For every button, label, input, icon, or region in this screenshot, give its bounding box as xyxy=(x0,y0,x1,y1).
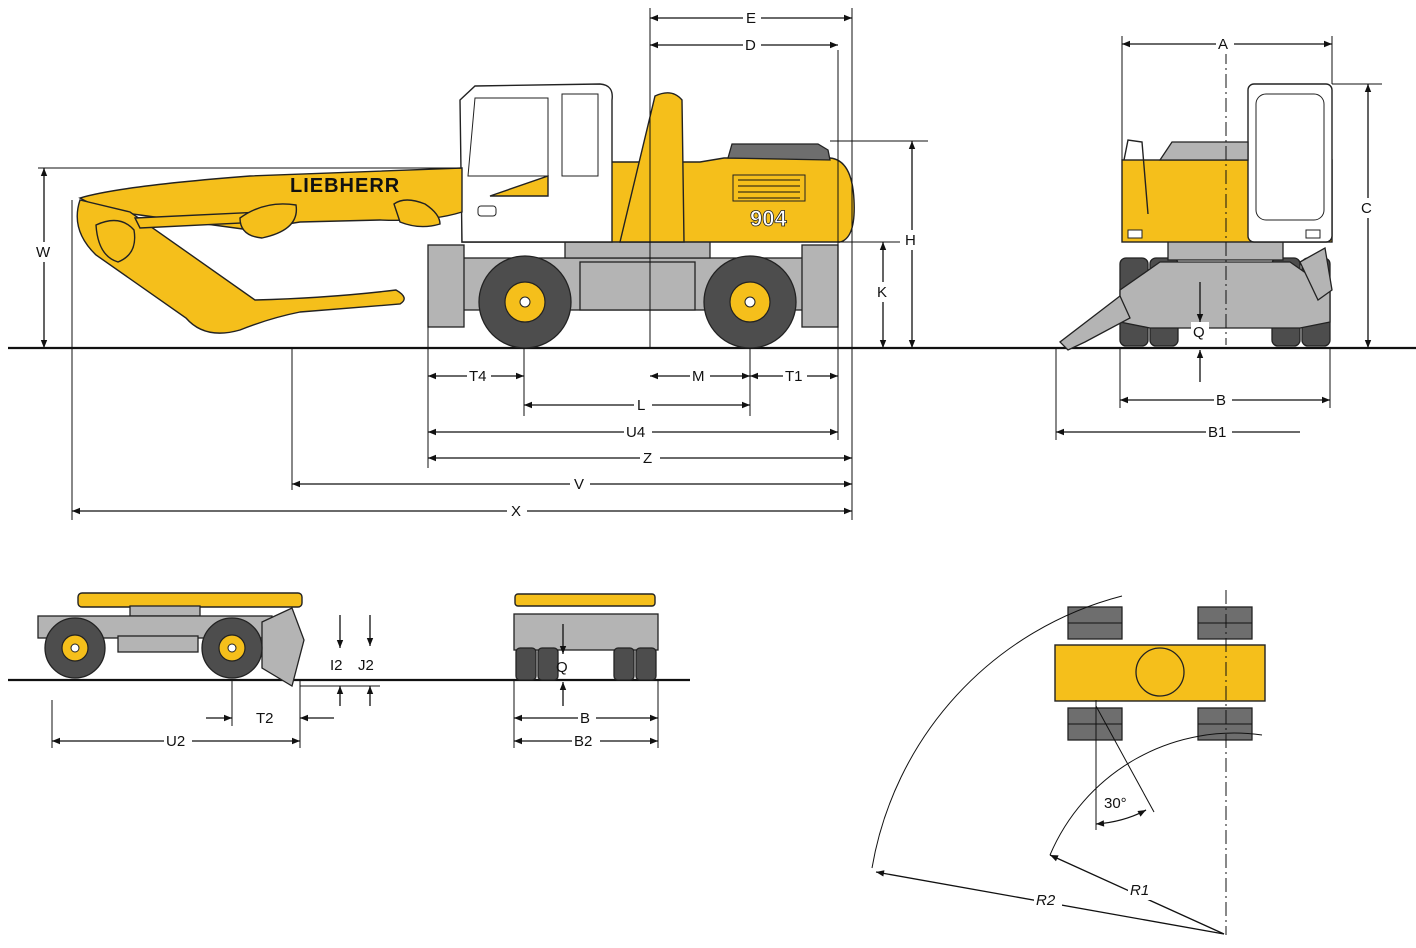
grab xyxy=(95,219,136,263)
transport-outrigger xyxy=(261,607,305,688)
dim-label-i2: I2 xyxy=(330,657,343,674)
dim-label-q: Q xyxy=(1193,324,1205,341)
dim-label-x: X xyxy=(511,503,521,520)
dim-label-r1: R1 xyxy=(1130,882,1149,899)
rear-axle-frame xyxy=(1119,261,1331,329)
dim-label-k: K xyxy=(877,284,887,301)
dim-label-transport-q: Q xyxy=(556,659,568,676)
upper-carriage: 904 xyxy=(459,83,855,243)
brand-label: LIEBHERR xyxy=(290,175,400,197)
cab-window-door xyxy=(561,93,599,177)
dim-label-b: B xyxy=(1216,392,1226,409)
transport-upper xyxy=(77,592,303,608)
dim-label-b2: B2 xyxy=(574,733,592,750)
dim-label-m: M xyxy=(692,368,705,385)
front-outrigger xyxy=(801,244,839,328)
dim-label-t1: T1 xyxy=(785,368,803,385)
dim-label-t4: T4 xyxy=(469,368,487,385)
transport-rear-view: Q B B2 xyxy=(513,593,659,751)
boom-foot xyxy=(619,92,685,243)
dim-label-e: E xyxy=(746,10,756,27)
dim-label-j2: J2 xyxy=(358,657,374,674)
undercarriage xyxy=(427,239,839,349)
engine-hood xyxy=(727,143,831,161)
dim-label-v: V xyxy=(574,476,584,493)
rear-view: A C Q B B1 xyxy=(1055,34,1382,442)
centre-frame xyxy=(579,261,696,311)
stick xyxy=(76,199,405,334)
cab-window-front xyxy=(467,97,549,177)
turning-chassis xyxy=(1054,644,1266,702)
dim-label-w: W xyxy=(36,244,51,261)
dim-label-transport-b: B xyxy=(580,710,590,727)
dim-label-u2: U2 xyxy=(166,733,185,750)
side-view: 904 LIEBHERR E D xyxy=(8,8,1416,521)
dim-label-t2: T2 xyxy=(256,710,274,727)
rear-outrigger xyxy=(427,244,465,328)
dim-label-r2: R2 xyxy=(1036,892,1056,909)
dim-label-d: D xyxy=(745,37,756,54)
dim-label-b1: B1 xyxy=(1208,424,1226,441)
attachment: LIEBHERR xyxy=(76,167,463,334)
dim-label-l: L xyxy=(637,397,645,414)
angle-arc xyxy=(1095,809,1147,827)
angle-label: 30° xyxy=(1104,795,1127,812)
transport-side-view: I2 J2 T2 U2 xyxy=(8,592,690,751)
dim-label-u4: U4 xyxy=(626,424,645,441)
transport-rear-frame xyxy=(513,613,659,651)
dim-label-a: A xyxy=(1218,36,1228,53)
turning-circle-r2 xyxy=(871,595,1123,869)
model-label: 904 xyxy=(750,206,787,231)
dim-label-c: C xyxy=(1361,200,1372,217)
turning-circle-r1 xyxy=(1049,732,1263,856)
dim-label-z: Z xyxy=(643,450,652,467)
dim-label-h: H xyxy=(905,232,916,249)
turning-radius-view: 30° R1 R2 xyxy=(871,590,1266,935)
rear-outrigger-pad xyxy=(1059,294,1131,351)
